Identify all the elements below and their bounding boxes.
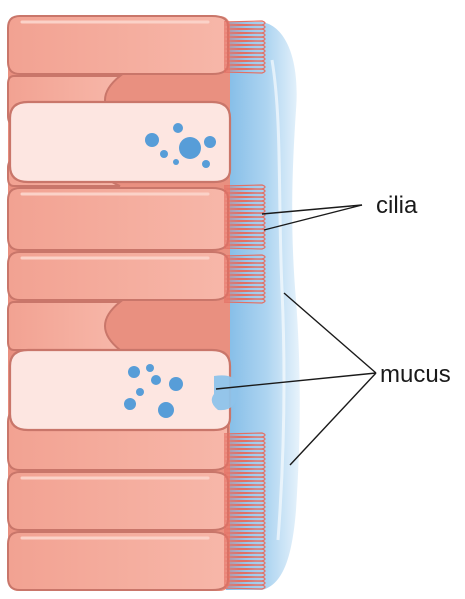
mucin-granule xyxy=(204,136,216,148)
ciliated-cell xyxy=(8,16,228,74)
mucin-granule xyxy=(158,402,174,418)
mucin-granule xyxy=(151,375,161,385)
goblet-cell xyxy=(10,350,230,430)
cilia-label: cilia xyxy=(376,192,418,219)
mucin-granule xyxy=(173,123,183,133)
mucin-granule xyxy=(160,150,168,158)
mucin-granule xyxy=(124,398,136,410)
mucin-granule xyxy=(128,366,140,378)
mucus-label: mucus xyxy=(380,361,451,388)
mucin-granule xyxy=(145,133,159,147)
mucin-granule xyxy=(179,137,201,159)
mucin-granule xyxy=(136,388,144,396)
mucin-granule xyxy=(146,364,154,372)
ciliated-cell xyxy=(8,188,228,250)
ciliated-cell xyxy=(8,472,228,530)
mucin-granule xyxy=(173,159,179,165)
ciliated-cell xyxy=(8,532,228,590)
mucin-granule xyxy=(202,160,210,168)
mucin-granule xyxy=(169,377,183,391)
basal-wedge-cell xyxy=(8,302,120,350)
